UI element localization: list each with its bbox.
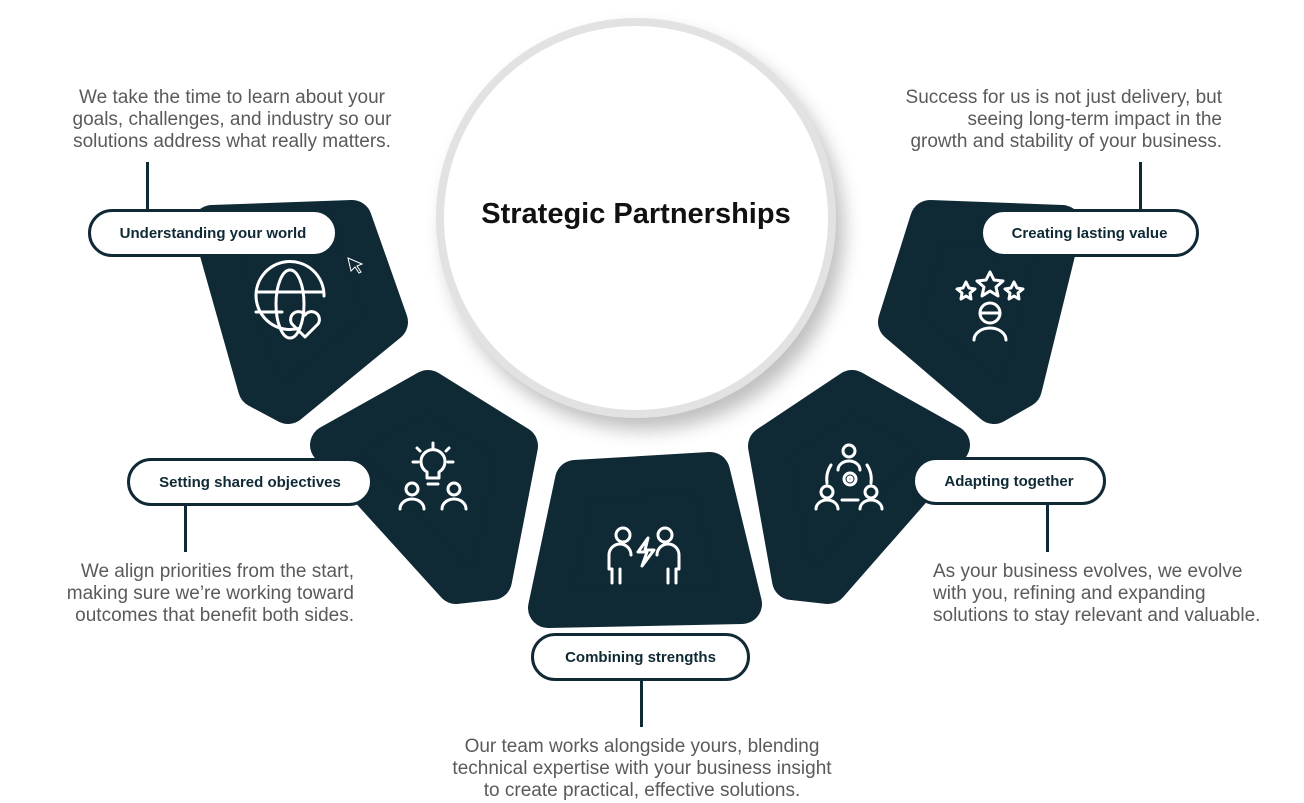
step-label-combining: Combining strengths [531, 633, 750, 681]
people-lightning-icon [607, 526, 681, 585]
center-circle: Strategic Partnerships [436, 18, 836, 418]
team-gear-icon [814, 443, 884, 511]
segment-adapting [748, 370, 970, 604]
step-label-objectives: Setting shared objectives [127, 458, 373, 506]
step-label-lasting-value: Creating lasting value [980, 209, 1199, 257]
step-description-objectives: We align priorities from the start,makin… [66, 561, 354, 626]
step-label-adapting: Adapting together [912, 457, 1106, 505]
lightbulb-people-icon [398, 441, 468, 511]
connector-line [184, 505, 187, 552]
step-description-combining: Our team works alongside yours, blending… [452, 736, 832, 801]
diagram-title: Strategic Partnerships [481, 197, 791, 230]
segment-objectives [310, 370, 538, 604]
globe-heart-icon [254, 260, 326, 340]
connector-line [1139, 162, 1142, 212]
cursor-icon [347, 257, 364, 274]
step-description-lasting-value: Success for us is not just delivery, but… [905, 87, 1222, 152]
connector-line [640, 680, 643, 727]
person-stars-icon [955, 270, 1025, 342]
connector-line [1046, 504, 1049, 552]
connector-line [146, 162, 149, 212]
step-label-understanding: Understanding your world [88, 209, 338, 257]
